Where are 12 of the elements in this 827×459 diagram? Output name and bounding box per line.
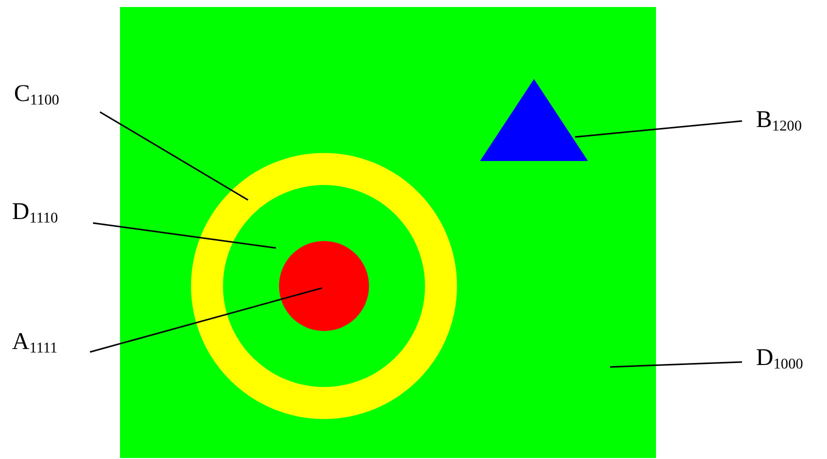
part-label: D$_{1110}$	[12, 200, 58, 227]
leader-line	[100, 111, 248, 201]
triangle-shape	[480, 79, 588, 161]
part-label: A$_{1111}$	[12, 330, 58, 357]
leader-line	[610, 361, 742, 368]
leader-line	[574, 120, 742, 138]
leader-line	[92, 222, 276, 249]
leader-line	[90, 287, 322, 353]
rectangle-region	[120, 7, 656, 458]
part-label: C$_{1100}$	[14, 82, 60, 109]
part-label: D$_{1000}$	[756, 346, 804, 373]
part-label: B$_{1200}$	[756, 108, 802, 135]
